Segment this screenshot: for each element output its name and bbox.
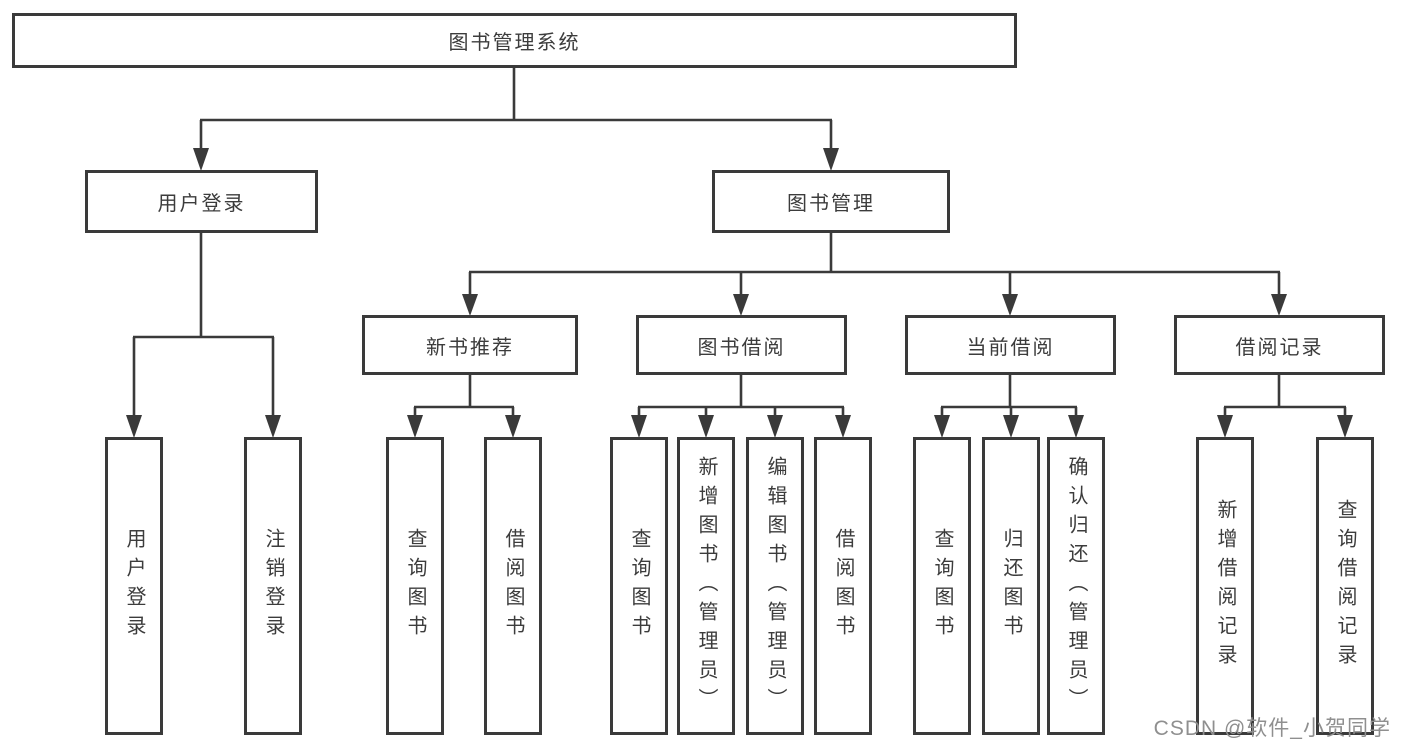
node-label: 查询图书 (404, 528, 426, 644)
leaf-borrow-books-recommend: 借阅图书 (484, 437, 542, 735)
arrowhead-icon (265, 415, 281, 438)
edge-current-borrow-to-leaves (934, 375, 1084, 438)
node-label: 用户登录 (157, 193, 246, 215)
node-label: 查询图书 (628, 528, 650, 644)
node-label: 注销登录 (262, 528, 284, 644)
node-label: 新书推荐 (426, 336, 514, 359)
node-label: 新增图书（管理员） (695, 455, 717, 717)
node-label: 图书管理 (787, 193, 875, 215)
edge-new-book-to-leaves (407, 375, 521, 438)
leaf-add-book-admin: 新增图书（管理员） (677, 437, 735, 735)
node-label: 归还图书 (1000, 528, 1022, 644)
leaf-query-borrow-record: 查询借阅记录 (1316, 437, 1374, 735)
leaf-query-books-recommend: 查询图书 (386, 437, 444, 735)
node-borrow-records: 借阅记录 (1174, 315, 1385, 375)
node-library-management-system: 图书管理系统 (12, 13, 1017, 68)
leaf-confirm-return-admin: 确认归还（管理员） (1047, 437, 1105, 735)
node-new-book-recommend: 新书推荐 (362, 315, 578, 375)
arrowhead-icon (126, 415, 142, 438)
node-book-borrow: 图书借阅 (636, 315, 847, 375)
node-label: 图书借阅 (697, 336, 786, 359)
arrowhead-icon (767, 415, 783, 438)
node-label: 借阅记录 (1235, 336, 1324, 359)
arrowhead-icon (698, 415, 714, 438)
node-book-management: 图书管理 (712, 170, 950, 233)
edge-root-to-level2 (193, 68, 839, 171)
edge-book-management-to-level3 (462, 233, 1287, 316)
node-current-borrow: 当前借阅 (905, 315, 1116, 375)
node-user-login: 用户登录 (85, 170, 318, 233)
edge-borrow-records-to-leaves (1217, 375, 1353, 438)
node-label: 借阅图书 (832, 528, 854, 644)
arrowhead-icon (1337, 415, 1353, 438)
arrowhead-icon (1068, 415, 1084, 438)
leaf-query-books-borrow: 查询图书 (610, 437, 668, 735)
leaf-query-books-current: 查询图书 (913, 437, 971, 735)
leaf-logout: 注销登录 (244, 437, 302, 735)
arrowhead-icon (462, 294, 478, 316)
edge-user-login-to-leaves (126, 233, 281, 438)
arrowhead-icon (1271, 294, 1287, 316)
node-label: 用户登录 (123, 528, 145, 644)
leaf-user-login: 用户登录 (105, 437, 163, 735)
arrowhead-icon (1217, 415, 1233, 438)
node-label: 新增借阅记录 (1214, 499, 1236, 673)
arrowhead-icon (193, 148, 209, 171)
node-label: 查询图书 (931, 528, 953, 644)
arrowhead-icon (835, 415, 851, 438)
arrowhead-icon (733, 294, 749, 316)
arrowhead-icon (631, 415, 647, 438)
node-label: 确认归还（管理员） (1065, 455, 1087, 717)
arrowhead-icon (505, 415, 521, 438)
arrowhead-icon (934, 415, 950, 438)
arrowhead-icon (823, 148, 839, 171)
node-label: 查询借阅记录 (1334, 499, 1356, 673)
edge-book-borrow-to-leaves (631, 375, 851, 438)
node-label: 当前借阅 (966, 336, 1055, 359)
node-label: 编辑图书（管理员） (764, 455, 786, 717)
node-label: 借阅图书 (502, 528, 524, 644)
leaf-borrow-books-borrow: 借阅图书 (814, 437, 872, 735)
leaf-edit-book-admin: 编辑图书（管理员） (746, 437, 804, 735)
node-label: 图书管理系统 (448, 32, 581, 54)
arrowhead-icon (1003, 415, 1019, 438)
leaf-return-books: 归还图书 (982, 437, 1040, 735)
csdn-watermark: CSDN @软件_小贺同学 (1153, 717, 1391, 740)
arrowhead-icon (1002, 294, 1018, 316)
leaf-add-borrow-record: 新增借阅记录 (1196, 437, 1254, 735)
arrowhead-icon (407, 415, 423, 438)
